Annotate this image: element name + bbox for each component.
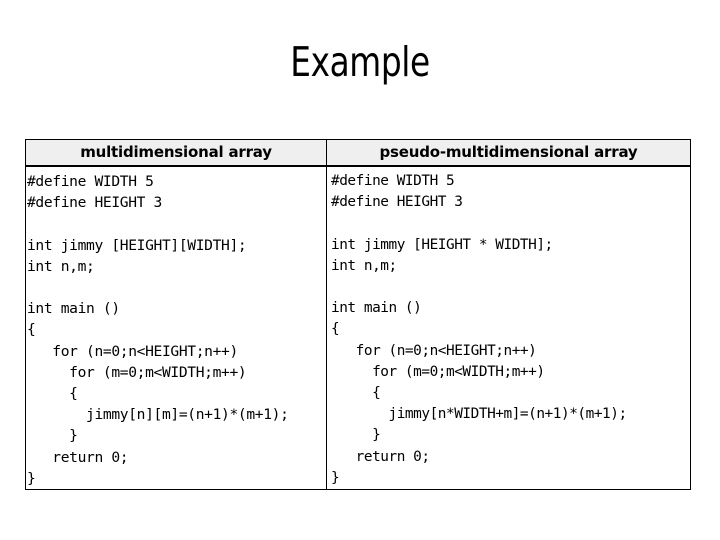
comparison-table: multidimensional array pseudo-multidimen…: [25, 139, 691, 491]
code-cell-pseudo-multidimensional-array: #define WIDTH 5 #define HEIGHT 3 int jim…: [326, 166, 691, 491]
column-header-multidimensional-array: multidimensional array: [25, 139, 327, 167]
code-cell-multidimensional-array: #define WIDTH 5 #define HEIGHT 3 int jim…: [25, 166, 327, 491]
code-block-pseudo-multidimensional-array: #define WIDTH 5 #define HEIGHT 3 int jim…: [331, 173, 627, 486]
table-header-row: multidimensional array pseudo-multidimen…: [25, 139, 691, 167]
column-header-pseudo-multidimensional-array: pseudo-multidimensional array: [326, 139, 691, 167]
table-body-row: #define WIDTH 5 #define HEIGHT 3 int jim…: [25, 166, 691, 491]
page-title: Example: [290, 38, 430, 86]
code-block-multidimensional-array: #define WIDTH 5 #define HEIGHT 3 int jim…: [27, 173, 289, 487]
